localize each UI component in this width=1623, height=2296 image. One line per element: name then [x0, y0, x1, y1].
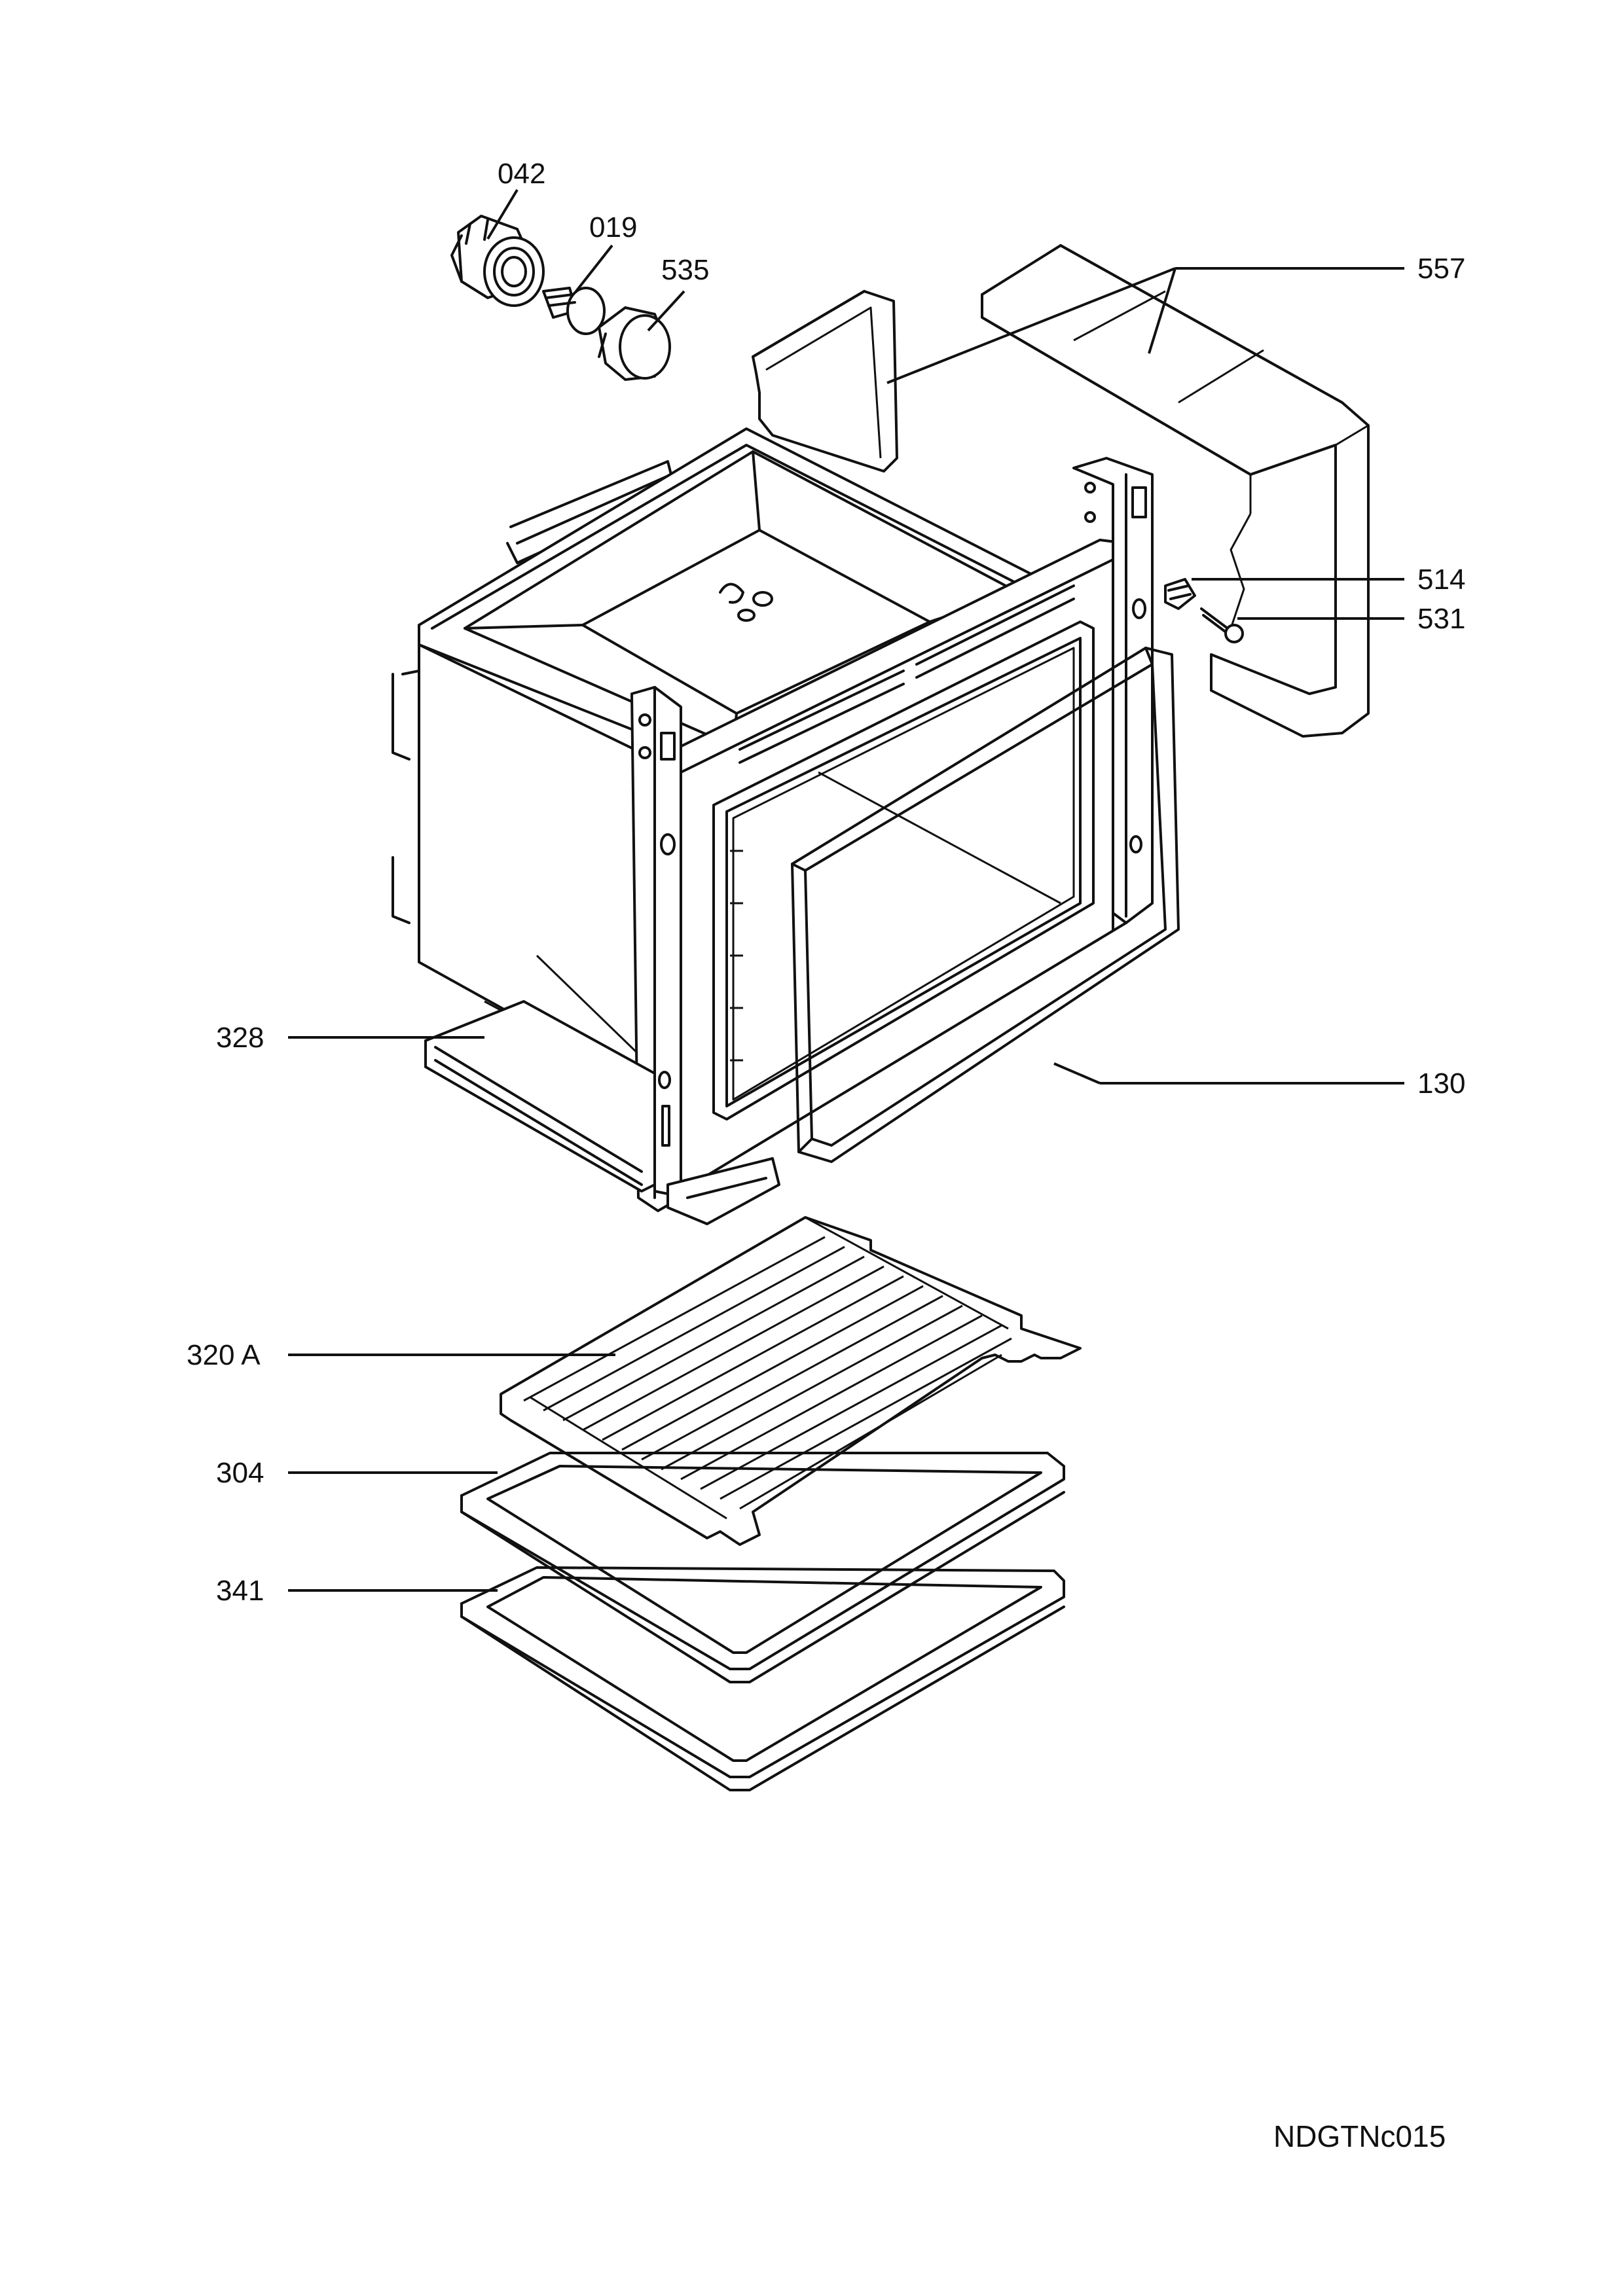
part-042-lamp-holder: [450, 215, 545, 307]
part-019-lamp-bulb: [542, 287, 606, 335]
part-557-insulation-side: [752, 290, 898, 473]
label-part-019: 019: [589, 211, 637, 243]
part-514-screw: [1164, 578, 1196, 610]
part-304-baking-tray: [460, 1452, 1065, 1683]
leader-lines: [288, 188, 1404, 1592]
part-341-enamel-pan: [460, 1566, 1065, 1791]
label-part-042: 042: [498, 158, 545, 190]
label-part-514: 514: [1417, 564, 1465, 596]
label-part-328: 328: [216, 1022, 264, 1054]
label-part-320a: 320 A: [187, 1339, 261, 1371]
label-part-341: 341: [216, 1575, 264, 1607]
part-557-insulation-wrap: [981, 244, 1370, 738]
label-part-531: 531: [1417, 603, 1465, 635]
part-535-lamp-cover: [598, 306, 671, 381]
part-130-door-seal: [791, 647, 1180, 1163]
label-part-304: 304: [216, 1457, 264, 1489]
part-320a-wire-shelf: [500, 1216, 1082, 1546]
part-531-screw: [1200, 607, 1244, 643]
label-part-535: 535: [661, 254, 709, 286]
part-labels: 042 019 535 557 514 531 328 130 320 A 30…: [187, 158, 1465, 1607]
oven-cavity: [392, 427, 1154, 1225]
part-328-bottom-plate: [424, 1000, 656, 1193]
drawing-code: NDGTNc015: [1273, 2119, 1446, 2153]
label-part-557: 557: [1417, 253, 1465, 285]
label-part-130: 130: [1417, 1067, 1465, 1100]
